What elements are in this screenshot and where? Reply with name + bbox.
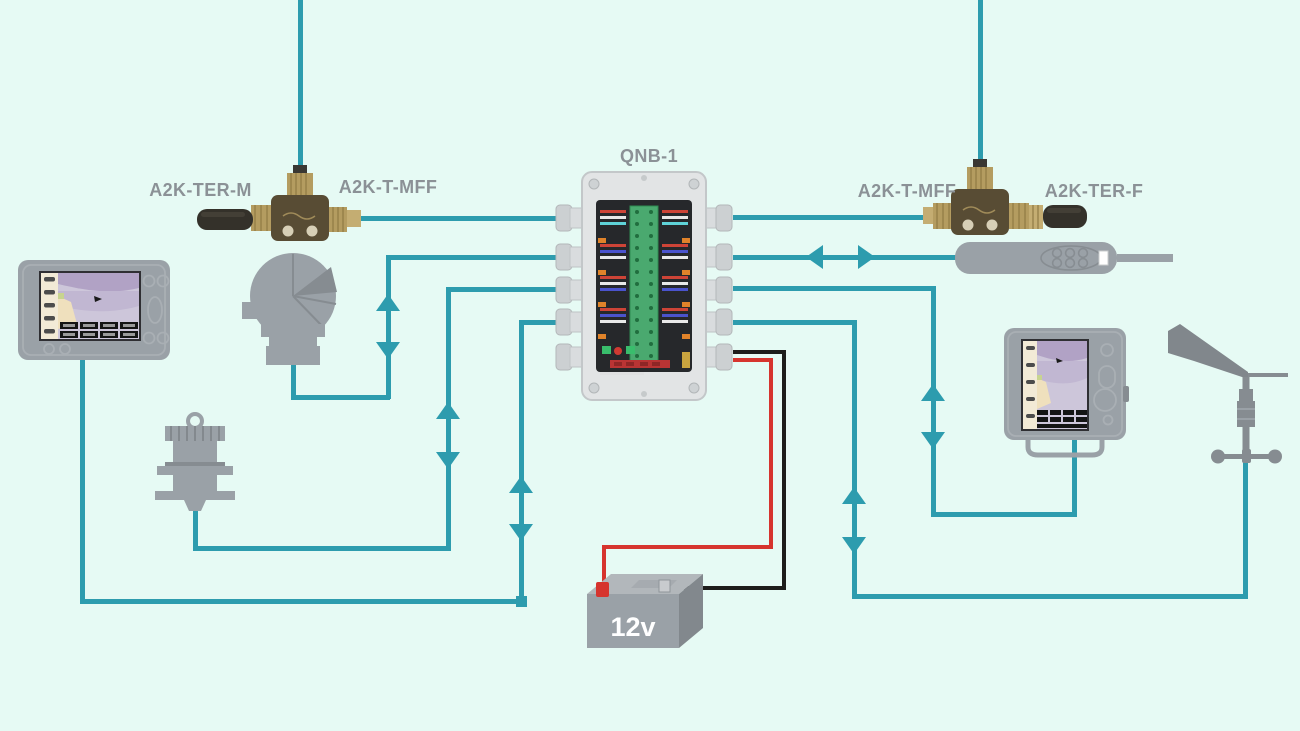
wire-segment: [386, 255, 584, 260]
wire-segment: [519, 322, 524, 603]
wire-segment: [978, 0, 983, 166]
wire-segment: [733, 215, 935, 220]
remote-cable: [1117, 254, 1173, 262]
flow-arrow-down: [436, 452, 460, 469]
wire-segment: [602, 545, 606, 587]
wire-segment: [193, 511, 198, 551]
data-boxes: [60, 322, 138, 338]
wire-segment: [291, 395, 390, 400]
battery-label: 12v: [610, 612, 655, 642]
wire-segment: [733, 286, 936, 291]
flow-arrow-down: [842, 537, 866, 554]
chartplotter-right: [1004, 328, 1129, 458]
tee-connector-left: [197, 165, 361, 241]
wire-segment: [386, 257, 391, 399]
wire-junction-dot: [516, 596, 527, 607]
wire-segment: [80, 599, 524, 604]
wire-segment: [1243, 458, 1248, 599]
wire-segment: [733, 320, 857, 325]
wire-segment: [733, 350, 786, 354]
softkeys: [1026, 346, 1035, 418]
label-left-tee: A2K-T-MFF: [338, 177, 438, 197]
wire-segment: [931, 512, 1077, 517]
wire-segment: [769, 358, 773, 549]
flow-arrow-up: [436, 402, 460, 419]
softkeys: [44, 277, 55, 334]
wire-segment: [733, 358, 773, 362]
wire-segment: [80, 356, 85, 604]
flow-arrow-down: [376, 342, 400, 359]
wire-segment: [446, 287, 584, 292]
wind-transducer: [1168, 324, 1288, 464]
flow-arrow-up: [376, 294, 400, 311]
wire-segment: [1072, 440, 1077, 517]
wire-segment: [733, 255, 958, 260]
wire-segment: [931, 286, 936, 517]
wire-segment: [671, 586, 786, 590]
label-left-terminator: A2K-TER-M: [149, 180, 252, 200]
bezel-buttons: [43, 274, 170, 355]
mount-bracket: [1025, 440, 1105, 458]
label-junction-box: QNB-1: [619, 146, 678, 166]
junction-box-qnb1: [555, 171, 733, 401]
wire-segment: [298, 0, 303, 176]
flow-arrow-down: [509, 524, 533, 541]
flow-arrow-up: [842, 487, 866, 504]
wire-segment: [782, 350, 786, 590]
battery-terminal-positive: [596, 582, 609, 597]
flow-arrow-left: [806, 245, 823, 269]
remote-keypad: [1051, 247, 1089, 269]
bezel-buttons: [1093, 343, 1117, 426]
tee-connector-right: [923, 159, 1087, 235]
pcb-wiring: [598, 210, 690, 368]
pcb-power-section: [600, 346, 670, 375]
flow-arrow-down: [921, 432, 945, 449]
wire-segment: [291, 360, 296, 400]
cable-glands-left: [555, 204, 585, 371]
wire-segment: [519, 320, 584, 325]
anemometer-arm: [1218, 454, 1275, 459]
chartplotter-left: [18, 260, 170, 360]
terminal-strip: [629, 205, 659, 365]
depth-transducer: [155, 412, 235, 511]
wire-segment: [358, 216, 584, 221]
wire-segment: [852, 320, 857, 599]
cable-glands-right: [703, 204, 733, 371]
flow-arrow-right: [858, 245, 875, 269]
flow-arrow-up: [509, 476, 533, 493]
flow-arrow-up: [921, 384, 945, 401]
remote-control: [955, 242, 1173, 274]
label-right-terminator: A2K-TER-F: [1044, 181, 1144, 201]
battery-terminal-negative: [658, 579, 671, 593]
data-boxes: [1037, 410, 1087, 428]
wire-segment: [446, 289, 451, 551]
wind-vane-blade: [1168, 324, 1248, 379]
wire-segment: [852, 594, 1248, 599]
battery-12v: 12v: [587, 574, 703, 648]
wire-segment: [602, 545, 773, 549]
compass: [242, 253, 337, 365]
label-right-tee: A2K-T-MFF: [857, 181, 957, 201]
wire-segment: [193, 546, 450, 551]
